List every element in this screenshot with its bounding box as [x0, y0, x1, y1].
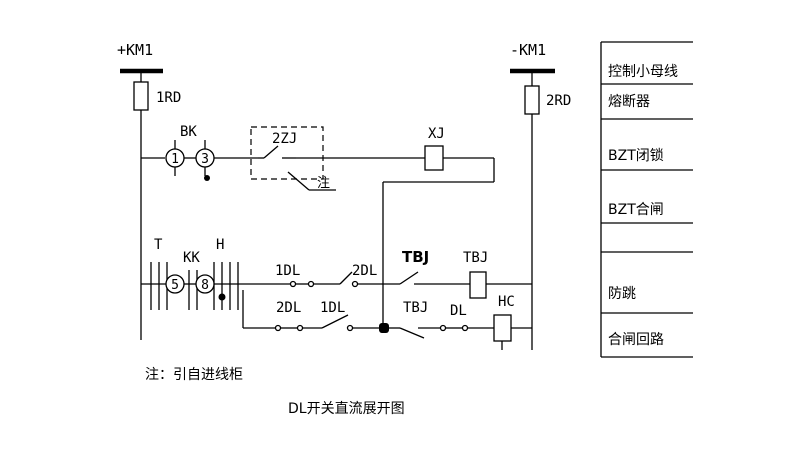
legend-row-anti-pump: 防跳 — [608, 286, 636, 302]
switch-t-label: T — [154, 237, 163, 253]
source-note: 注：引自进线柜 — [145, 367, 243, 383]
legend-row-control-bus: 控制小母线 — [608, 64, 678, 80]
terminal-5-number: 5 — [171, 278, 179, 293]
fuse-2rd: 2RD — [524, 85, 571, 115]
contact-2dl-top-label: 2DL — [352, 263, 377, 279]
relay-xj-label: XJ — [428, 126, 445, 142]
contact-2dl-bottom-label: 2DL — [276, 300, 301, 316]
terminal-8-number: 8 — [201, 278, 209, 293]
terminal-3: 3 — [195, 140, 215, 181]
control-switch-group: T KK H 5 8 — [141, 237, 290, 310]
switch-h-label: H — [216, 237, 224, 253]
diagram-caption: DL开关直流展开图 — [288, 400, 405, 417]
note-marker-label: 注 — [317, 176, 330, 191]
terminal-1: 1 — [165, 140, 185, 176]
contact-1dl-top-label: 1DL — [275, 263, 300, 279]
switch-kk-label: KK — [183, 250, 200, 266]
contact-tbj-top-label: TBJ — [402, 248, 429, 266]
closing-coil-hc-label: HC — [498, 294, 515, 310]
anti-pump-circuit: 1DL 2DL TBJ TBJ — [275, 248, 532, 299]
fuse-1rd-label: 1RD — [156, 90, 181, 106]
terminal-8: 8 — [195, 274, 215, 294]
legend-row-closing-circuit: 合闸回路 — [608, 332, 664, 348]
legend-row-bzt-lock: BZT闭锁 — [608, 148, 664, 164]
bzt-lock-circuit: 1 3 BK 2ZJ 注 XJ — [141, 124, 495, 328]
relay-2zj-contact: 2ZJ 注 — [250, 126, 425, 191]
terminal-5: 5 — [165, 274, 185, 294]
contact-tbj-bottom-label: TBJ — [403, 300, 428, 316]
function-legend-table: 控制小母线 熔断器 BZT闭锁 BZT合闸 防跳 合闸回路 — [600, 41, 693, 358]
negative-bus-label: -KM1 — [510, 41, 546, 59]
fuse-2rd-label: 2RD — [546, 93, 571, 109]
bk-label: BK — [180, 124, 197, 140]
legend-row-fuse: 熔断器 — [608, 94, 650, 110]
relay-2zj-label: 2ZJ — [272, 131, 297, 147]
terminal-1-number: 1 — [171, 152, 179, 167]
relay-tbj-coil-label: TBJ — [463, 250, 488, 266]
negative-bus: -KM1 — [510, 41, 555, 350]
relay-xj-coil: XJ — [382, 126, 495, 328]
legend-row-bzt-close: BZT合闸 — [608, 202, 664, 218]
closing-circuit: 2DL 1DL TBJ DL HC — [242, 290, 532, 350]
terminal-3-number: 3 — [201, 152, 209, 167]
positive-bus-label: +KM1 — [117, 41, 153, 59]
contact-1dl-bottom-label: 1DL — [320, 300, 345, 316]
contact-dl-bottom-label: DL — [450, 303, 467, 319]
fuse-1rd: 1RD — [133, 81, 181, 111]
positive-bus: +KM1 — [117, 41, 163, 340]
